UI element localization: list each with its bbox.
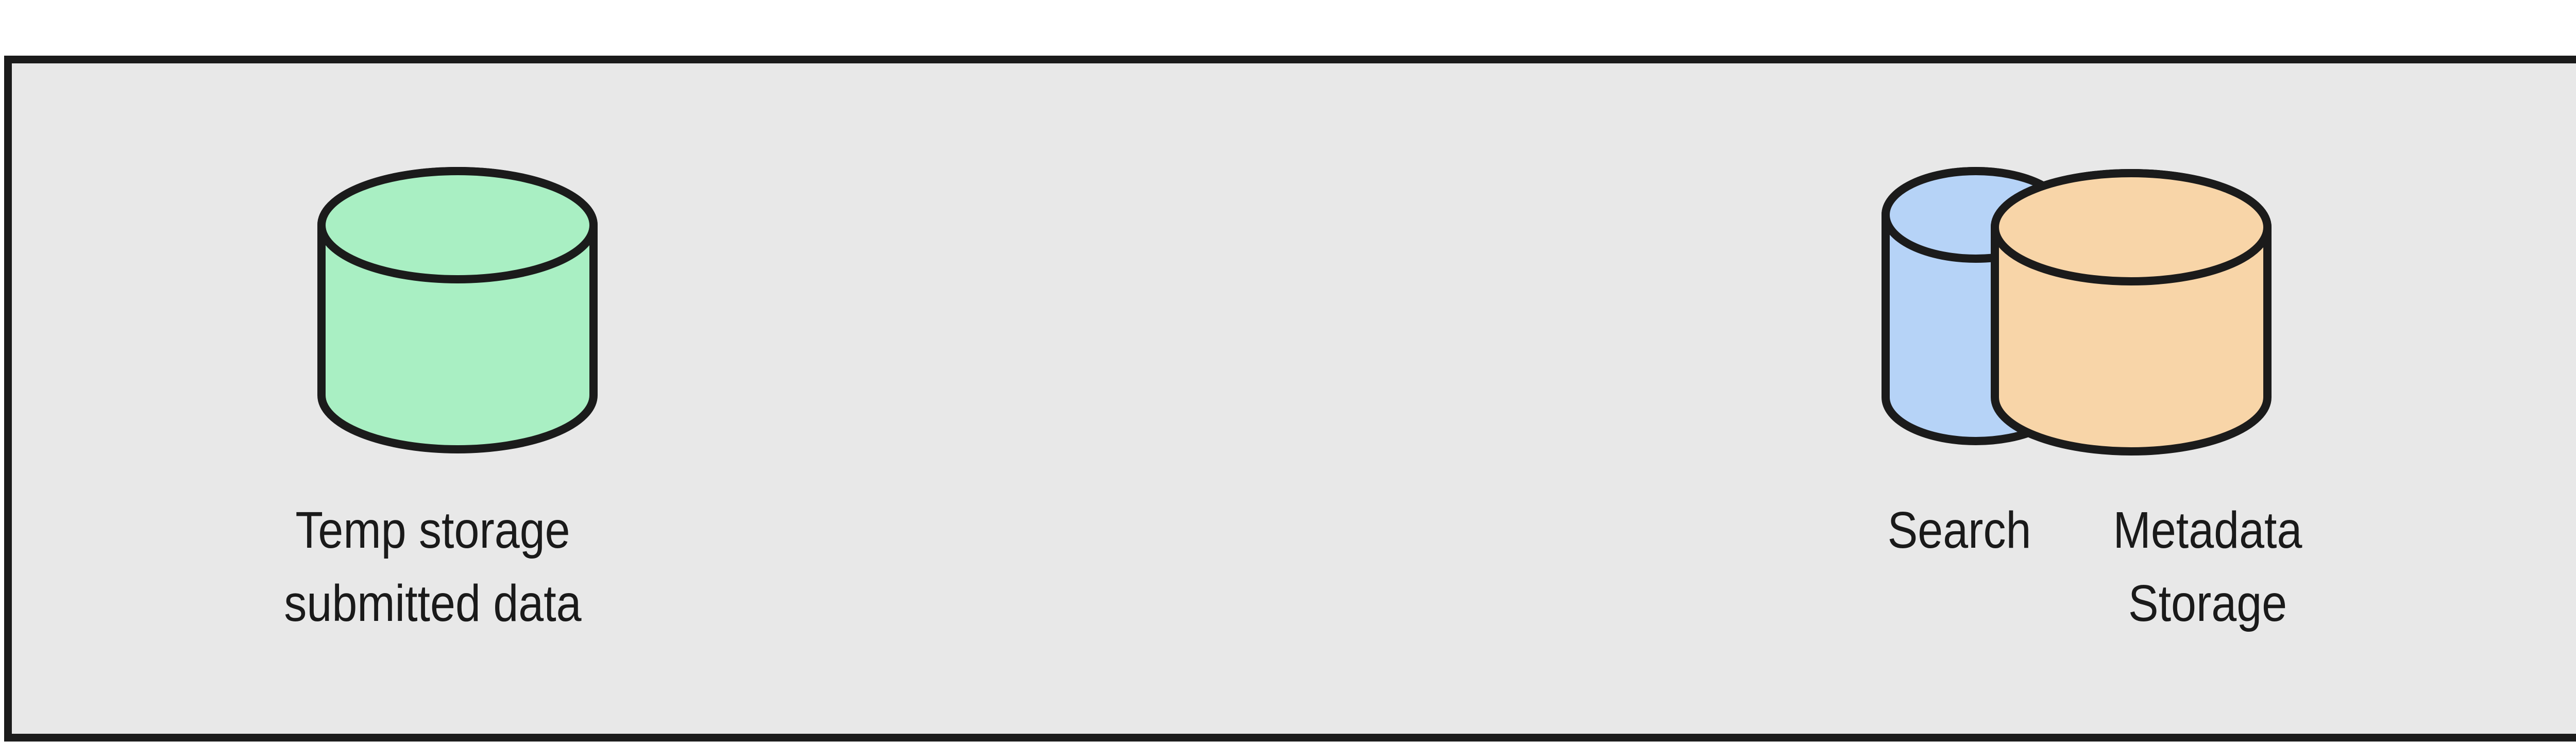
temp-storage-label-line2: submitted data bbox=[284, 575, 582, 632]
cylinder-top bbox=[317, 167, 598, 283]
search-metadata-database-icons bbox=[1882, 167, 2272, 456]
temp-storage-label: Temp storage submitted data bbox=[274, 494, 591, 640]
temp-storage-label-line1: Temp storage bbox=[295, 501, 570, 559]
metadata-storage-label-line1: Metadata bbox=[2113, 501, 2302, 559]
metadata-storage-label: Metadata Storage bbox=[2072, 494, 2344, 640]
metadata-storage-database-icon bbox=[1991, 169, 2272, 456]
temp-storage-database-icon bbox=[317, 167, 598, 453]
metadata-storage-label-line2: Storage bbox=[2128, 575, 2287, 632]
search-label: Search bbox=[1869, 494, 2050, 567]
cylinder-top bbox=[1991, 169, 2272, 285]
search-label-line1: Search bbox=[1887, 501, 2031, 559]
